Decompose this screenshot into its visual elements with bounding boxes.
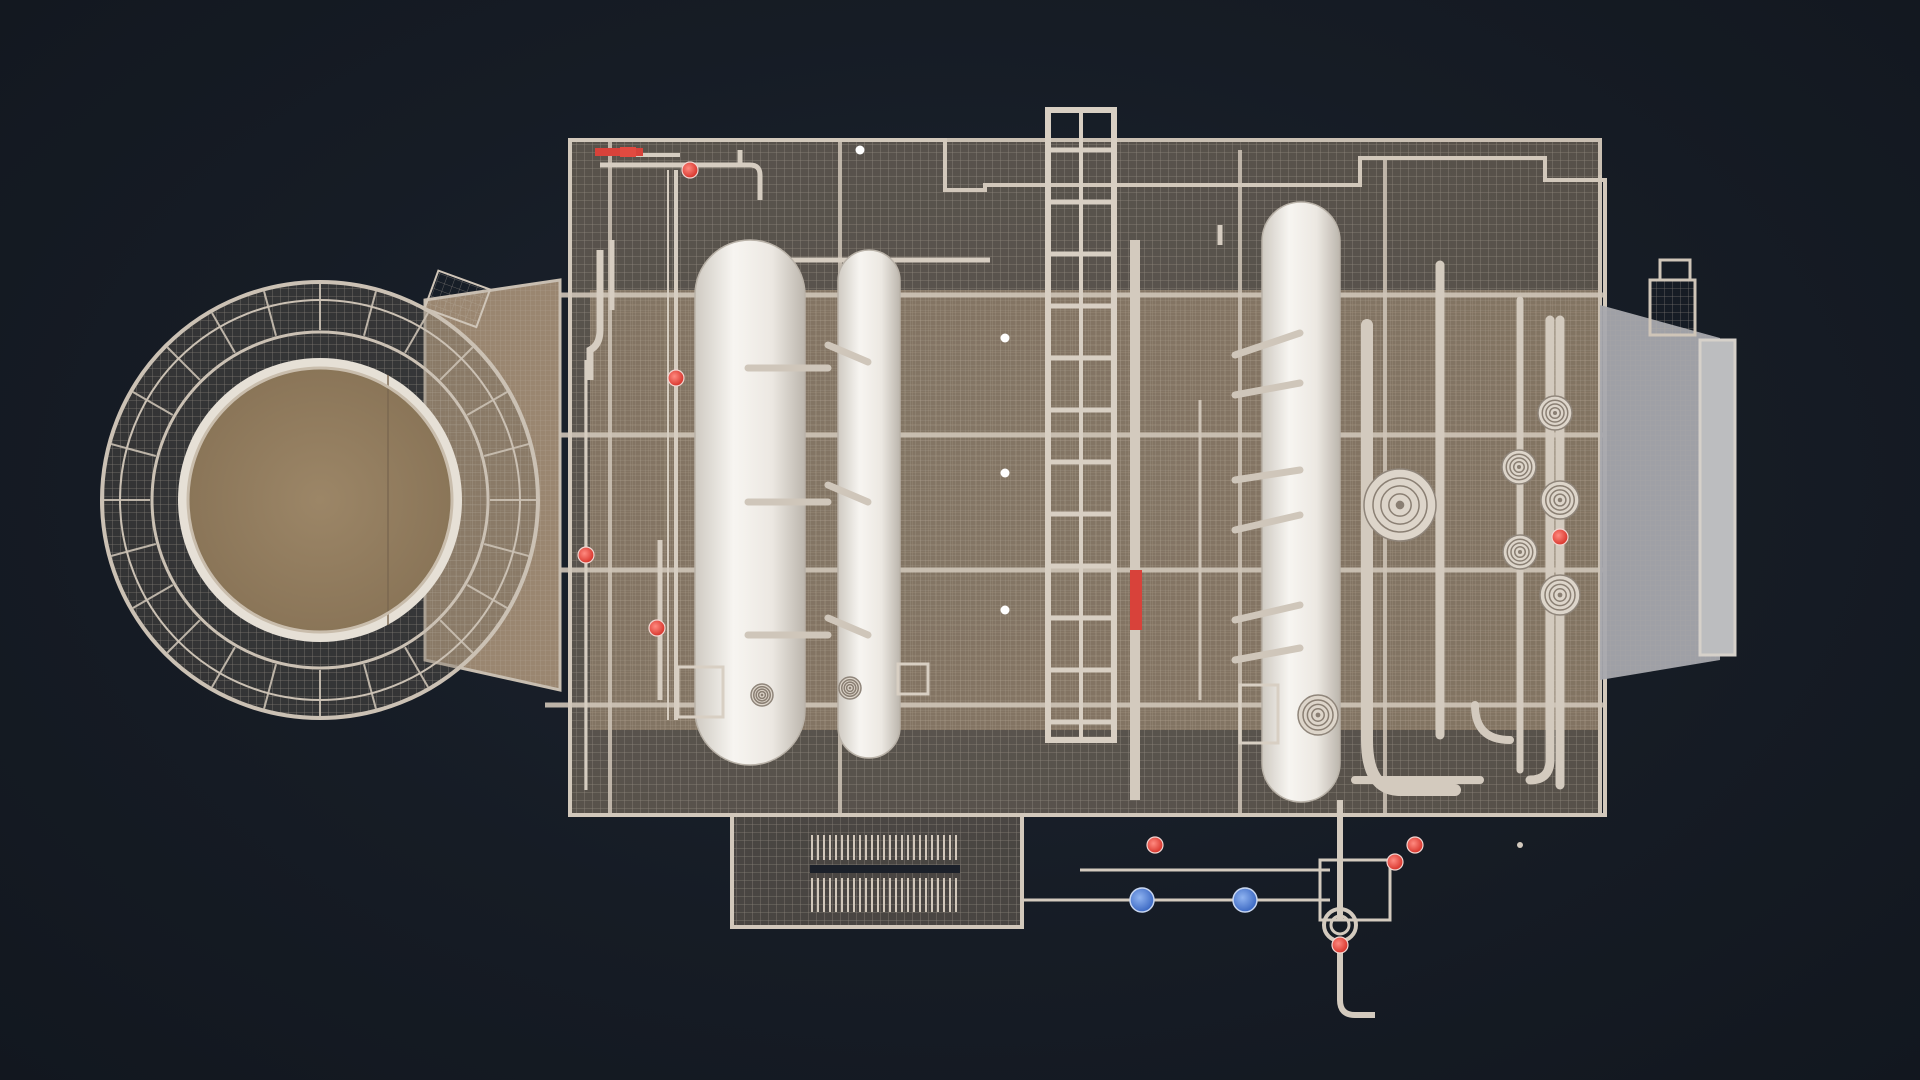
spiral-coil-valve-icon[interactable] bbox=[1297, 694, 1339, 736]
walkway-spoke bbox=[211, 312, 236, 354]
process-column bbox=[1130, 240, 1202, 800]
white-indicator-icon bbox=[855, 145, 865, 155]
spiral-coil-valve-icon[interactable] bbox=[1540, 480, 1580, 520]
spiral-coil-valve-icon[interactable] bbox=[750, 683, 774, 707]
walkway-spoke bbox=[404, 312, 429, 354]
red-valve-marker-icon[interactable] bbox=[648, 619, 666, 637]
tank-nozzles bbox=[744, 329, 1304, 664]
red-valve-marker-icon[interactable] bbox=[1406, 836, 1424, 854]
walkway-spoke bbox=[211, 646, 236, 688]
spiral-coil-valve-icon[interactable] bbox=[1537, 395, 1573, 431]
spiral-coil-valve-icon[interactable] bbox=[1539, 574, 1581, 616]
red-valve-marker-icon[interactable] bbox=[1331, 936, 1349, 954]
spiral-coil-valve-icon[interactable] bbox=[1501, 449, 1537, 485]
blue-pump-marker-icon[interactable] bbox=[1232, 887, 1258, 913]
spiral-coil-valve-icon[interactable] bbox=[1502, 534, 1538, 570]
walkway-spoke bbox=[166, 619, 201, 654]
right-extension bbox=[1600, 258, 1737, 680]
walkway-spoke bbox=[111, 543, 157, 557]
walkway-spoke bbox=[483, 443, 529, 457]
spiral-coil-valve-icon[interactable] bbox=[838, 676, 862, 700]
white-indicators bbox=[855, 145, 1010, 615]
walkway-spoke bbox=[166, 346, 201, 381]
red-valve-marker-icon[interactable] bbox=[681, 161, 699, 179]
red-valve-marker-icon[interactable] bbox=[1146, 836, 1164, 854]
white-indicator-icon bbox=[1000, 605, 1010, 615]
walkway-spoke bbox=[439, 346, 474, 381]
red-valve-marker-icon[interactable] bbox=[577, 546, 595, 564]
spiral-coil-valves[interactable] bbox=[750, 395, 1581, 736]
walkway-spoke bbox=[263, 663, 277, 709]
spiral-coil-valve-icon[interactable] bbox=[1363, 468, 1437, 542]
walkway-spoke bbox=[363, 291, 377, 337]
silo[interactable] bbox=[178, 358, 462, 642]
red-valve-markers[interactable] bbox=[577, 161, 1569, 954]
red-top-header[interactable] bbox=[595, 147, 643, 157]
red-valve-marker-icon[interactable] bbox=[1386, 853, 1404, 871]
white-indicator-icon bbox=[1000, 468, 1010, 478]
walkway-spoke bbox=[111, 443, 157, 457]
walkway-spoke bbox=[263, 291, 277, 337]
walkway-spoke bbox=[132, 391, 174, 416]
red-valve-marker-icon[interactable] bbox=[1551, 528, 1569, 546]
walkway-spoke bbox=[363, 663, 377, 709]
white-indicator-icon bbox=[1000, 333, 1010, 343]
control-panels bbox=[676, 662, 1280, 745]
blue-pump-marker-icon[interactable] bbox=[1129, 887, 1155, 913]
walkway-spoke bbox=[466, 391, 508, 416]
blue-pump-markers[interactable] bbox=[1129, 887, 1258, 913]
walkway-spoke bbox=[404, 646, 429, 688]
outfall-pipe bbox=[1020, 800, 1392, 1018]
ladder[interactable] bbox=[1045, 107, 1117, 743]
red-valve-marker-icon[interactable] bbox=[667, 369, 685, 387]
walkway-spoke bbox=[483, 543, 529, 557]
bottom-staircase[interactable] bbox=[730, 813, 1024, 929]
walkway-spoke bbox=[466, 584, 508, 609]
walkway-spoke bbox=[132, 584, 174, 609]
walkway-spoke bbox=[439, 619, 474, 654]
